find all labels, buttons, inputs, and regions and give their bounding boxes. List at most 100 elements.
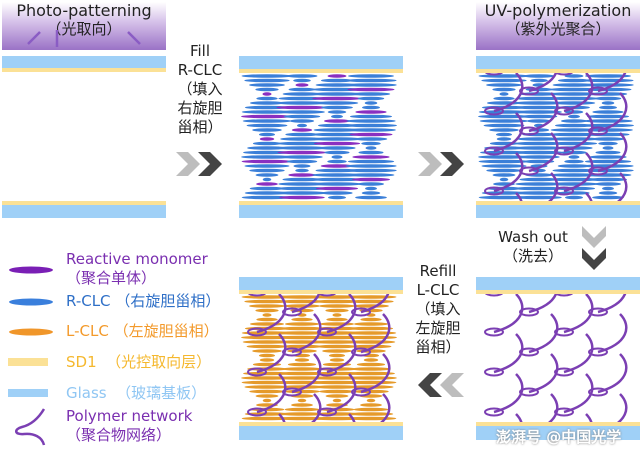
- glass-bottom-p5: [239, 426, 403, 440]
- lc-molecule: [244, 385, 289, 389]
- step-text: R-CLC: [177, 61, 223, 79]
- lc-molecule: [262, 313, 271, 317]
- lc-molecule: [326, 394, 349, 398]
- lc-molecule: [553, 101, 596, 105]
- polymer-loop: [485, 449, 503, 452]
- lc-molecule: [515, 97, 562, 101]
- lc-molecule: [548, 133, 599, 137]
- lc-molecule: [555, 124, 593, 128]
- lc-molecule: [312, 182, 362, 186]
- lc-molecule: [286, 159, 318, 164]
- lc-molecule: [263, 399, 272, 403]
- monomer-molecule: [241, 159, 293, 164]
- lc-molecule: [259, 354, 275, 358]
- lc-molecule: [277, 331, 327, 335]
- glass-bottom-p2: [239, 205, 403, 218]
- lc-molecule: [315, 168, 359, 173]
- polymer-loop: [318, 369, 336, 376]
- uv-polymerization-title: UV-polymerization: [484, 1, 632, 20]
- sd1-bottom-p5: [239, 422, 403, 426]
- polymer-loop: [555, 409, 573, 416]
- step-text: （填入: [177, 80, 223, 98]
- lc-molecule: [481, 79, 526, 83]
- lc-molecule: [493, 97, 514, 101]
- lc-molecule: [311, 132, 363, 137]
- lc-molecule: [244, 105, 290, 110]
- polymer-loop: [318, 329, 336, 336]
- left-chevrons-icon: [418, 373, 464, 397]
- lc-molecule: [293, 164, 311, 168]
- lc-molecule: [331, 155, 343, 159]
- rclc-cell: [241, 74, 397, 200]
- lc-molecule: [351, 92, 391, 96]
- legend-item: SD1 （光控取向层）: [8, 353, 248, 373]
- lc-molecule: [324, 150, 350, 155]
- lc-molecule: [345, 168, 397, 173]
- lc-molecule: [355, 195, 387, 200]
- lc-molecule: [313, 128, 361, 132]
- polymer-loop: [318, 409, 336, 416]
- lc-molecule: [548, 92, 600, 96]
- lc-molecule: [364, 186, 378, 191]
- down-chevrons-icon: [582, 226, 606, 270]
- lc-molecule: [524, 74, 555, 78]
- lc-molecule: [315, 83, 359, 87]
- glass-bottom-p4: [476, 426, 640, 440]
- polymer-loop: [485, 188, 503, 195]
- legend-zh: （聚合单体）: [66, 269, 157, 287]
- legend-label: Polymer network （聚合物网络）: [66, 407, 192, 445]
- lc-molecule: [289, 119, 315, 123]
- lc-molecule: [519, 178, 558, 182]
- legend-item: L-CLC （左旋胆甾相）: [8, 322, 248, 342]
- lc-molecule: [357, 182, 385, 186]
- lc-molecule: [285, 408, 320, 412]
- polymer-loop: [555, 329, 573, 336]
- lc-molecule: [513, 101, 565, 105]
- legend-en: L-CLC: [66, 322, 109, 340]
- photo-patterning-title: Photo-patterning: [16, 1, 152, 20]
- lc-molecule: [242, 381, 293, 385]
- lc-molecule: [486, 83, 522, 87]
- monomer-molecule: [313, 141, 361, 146]
- lc-molecule: [241, 155, 293, 159]
- right-chevrons-icon: [176, 152, 222, 176]
- step-text: 左旋胆: [415, 319, 461, 337]
- polymer-strand: [598, 53, 626, 291]
- lc-molecule: [345, 123, 397, 128]
- polymer-loop: [520, 88, 538, 95]
- polymer-strand: [361, 274, 389, 452]
- lc-molecule: [256, 96, 278, 101]
- lc-molecule: [585, 74, 631, 78]
- lc-molecule: [322, 349, 352, 353]
- monomer-molecule: [323, 119, 351, 123]
- lc-molecule: [361, 141, 381, 146]
- lc-molecule: [255, 173, 279, 177]
- lc-molecule: [518, 155, 560, 159]
- lc-molecule: [293, 78, 311, 83]
- lc-molecule: [298, 399, 307, 403]
- lc-molecule: [276, 186, 328, 191]
- lc-molecule: [247, 146, 287, 150]
- lc-molecule: [351, 367, 391, 371]
- legend-label: L-CLC （左旋胆甾相）: [66, 322, 219, 341]
- lc-molecule: [256, 318, 277, 322]
- glass-bottom-p3: [476, 205, 640, 218]
- lc-molecule: [582, 169, 633, 173]
- lc-molecule: [549, 88, 599, 92]
- lc-molecule: [479, 74, 530, 78]
- polymer-loop: [589, 349, 607, 356]
- lc-molecule: [364, 358, 378, 362]
- lc-molecule: [478, 155, 530, 159]
- lc-molecule: [584, 88, 631, 92]
- lc-molecule: [249, 390, 284, 394]
- lc-molecule: [317, 123, 357, 128]
- lc-molecule: [484, 124, 525, 128]
- lc-molecule: [276, 146, 328, 150]
- lc-molecule: [549, 182, 598, 186]
- orange-ellipse-icon: [9, 328, 53, 336]
- lc-molecule: [514, 151, 563, 155]
- lc-molecule: [599, 191, 617, 195]
- lc-molecule: [516, 196, 562, 200]
- lc-molecule: [313, 340, 362, 344]
- legend-item: R-CLC （右旋胆甾相）: [8, 292, 248, 312]
